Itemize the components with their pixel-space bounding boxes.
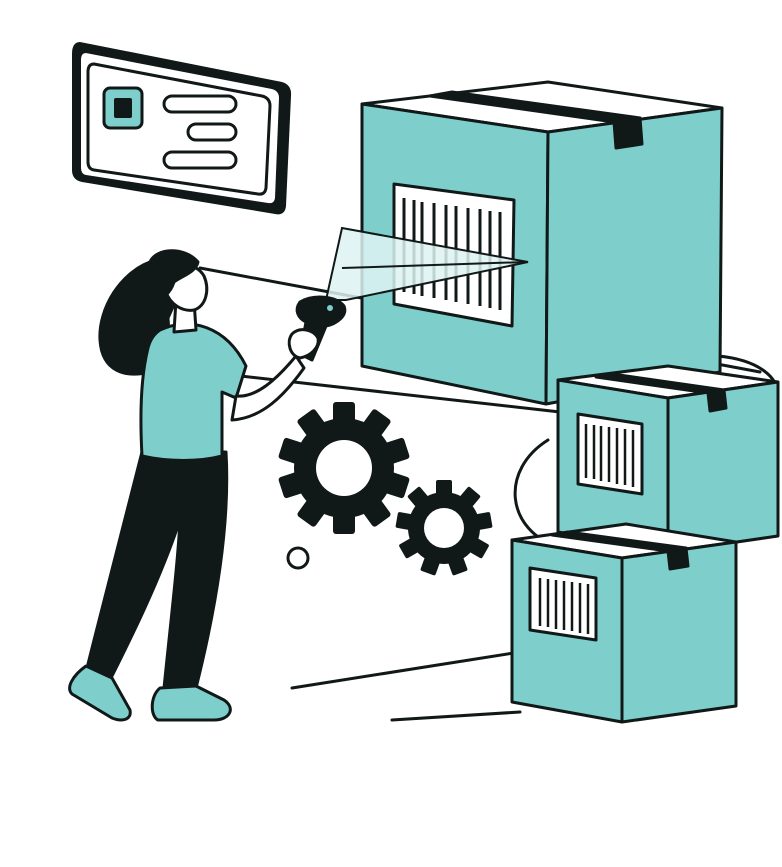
gear-large-icon — [277, 402, 411, 534]
shoe-left — [68, 664, 132, 722]
small-box-with-barcode — [510, 522, 738, 724]
barcode-small — [538, 578, 590, 634]
arm — [230, 354, 306, 422]
small-dot — [286, 546, 310, 570]
shoe-right — [150, 684, 232, 722]
gear-small-icon — [395, 480, 493, 576]
medium-box-with-barcode — [556, 364, 780, 554]
barcode-medium — [584, 424, 635, 487]
woman-with-barcode-scanner — [68, 249, 347, 722]
hand — [287, 328, 320, 360]
scanner-beam — [324, 226, 529, 301]
screen-card-icon — [72, 42, 292, 215]
pants — [86, 450, 229, 690]
shirt — [139, 322, 248, 462]
